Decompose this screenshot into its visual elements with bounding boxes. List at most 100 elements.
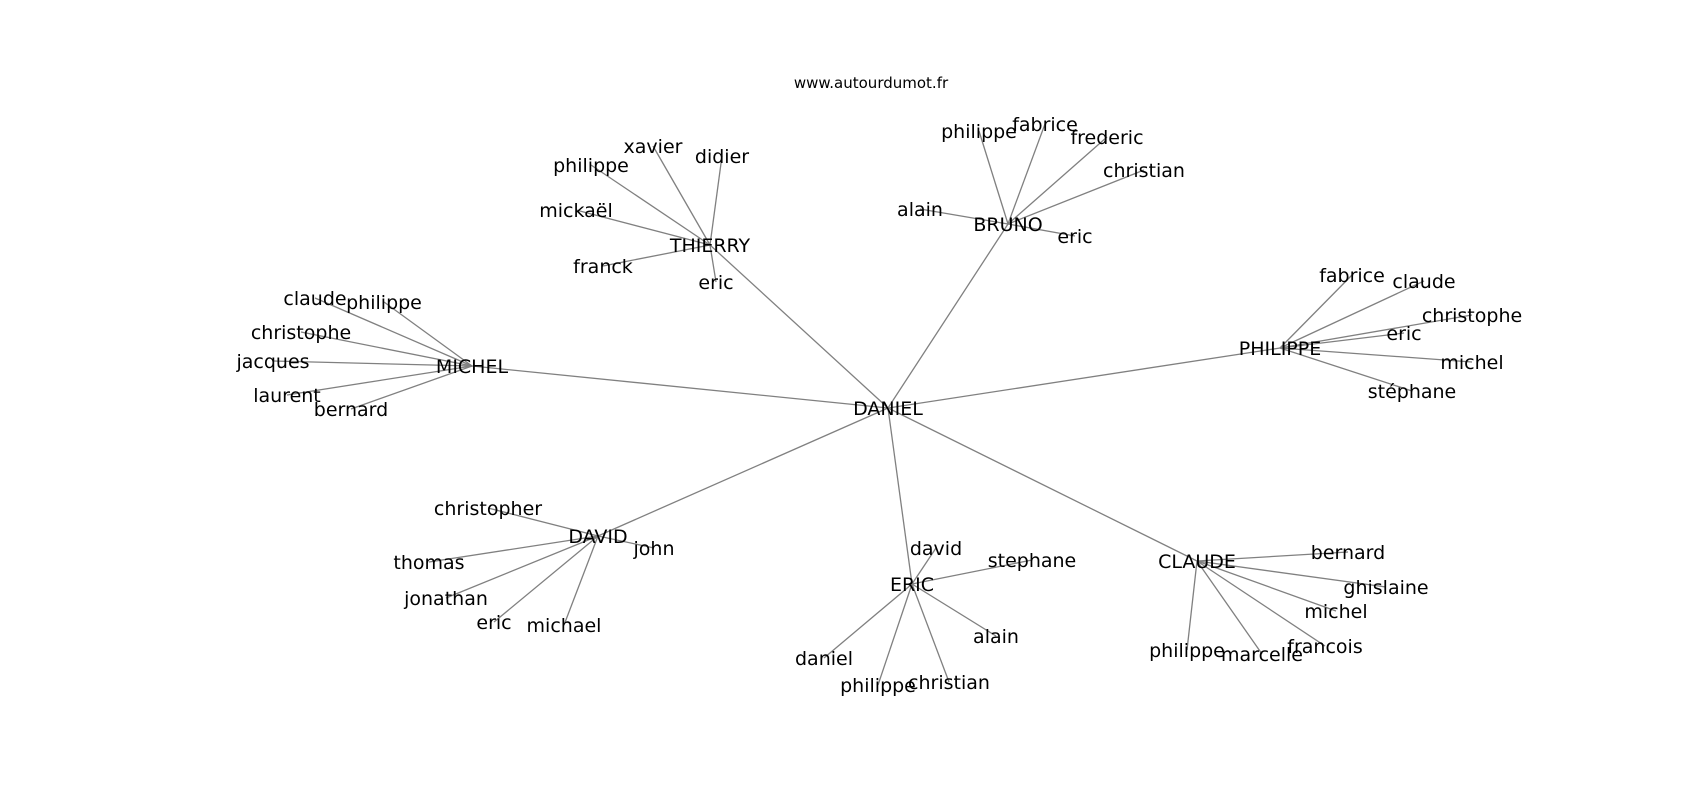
node-leaf-david-michael: michael [527, 615, 602, 637]
node-leaf-claude-michel: michel [1304, 601, 1367, 623]
node-leaf-eric-david: david [910, 538, 962, 560]
node-leaf-bruno-philippe: philippe [941, 121, 1017, 143]
edge-claude-francois [1196, 560, 1326, 647]
edge-bruno-frederic [1007, 136, 1108, 225]
edge-bruno-eric [1007, 223, 1076, 237]
edge-philippe-fabrice [1279, 274, 1353, 349]
edge-david-thomas [428, 535, 599, 563]
node-leaf-thierry-xavier: xavier [624, 136, 683, 158]
node-hub-david: DAVID [568, 526, 627, 548]
node-leaf-david-john: john [633, 538, 675, 560]
edge-eric-stephane [911, 559, 1033, 585]
node-leaf-claude-francois: francois [1287, 636, 1362, 658]
node-leaf-bruno-eric: eric [1057, 226, 1092, 248]
node-leaf-claude-ghislaine: ghislaine [1343, 577, 1428, 599]
edge-david-christopher [487, 507, 599, 537]
edge-daniel-thierry [709, 244, 889, 409]
node-leaf-michel-laurent: laurent [253, 385, 321, 407]
edge-thierry-xavier [652, 145, 711, 246]
graph-edges [272, 123, 1473, 686]
node-leaf-claude-philippe: philippe [1149, 640, 1225, 662]
edge-philippe-eric [1279, 332, 1405, 349]
node-leaf-david-christopher: christopher [434, 498, 542, 520]
edge-bruno-alain [919, 208, 1009, 225]
edge-claude-marcelle [1196, 560, 1263, 655]
edge-claude-bernard [1196, 551, 1349, 562]
node-root-daniel: DANIEL [853, 398, 923, 420]
edge-david-eric [493, 535, 599, 623]
edge-michel-laurent [286, 365, 473, 396]
edge-david-jonathan [445, 535, 599, 599]
edge-philippe-christophe [1279, 314, 1473, 349]
edge-philippe-claude [1279, 280, 1425, 349]
edge-eric-daniel [823, 583, 913, 659]
node-leaf-philippe-michel: michel [1440, 352, 1503, 374]
edge-michel-bernard [350, 365, 473, 410]
edge-bruno-christian [1007, 169, 1145, 225]
node-leaf-michel-jacques: jacques [235, 351, 309, 373]
watermark-text: www.autourdumot.fr [794, 74, 949, 92]
edge-daniel-bruno [887, 223, 1009, 409]
edge-michel-philippe [383, 301, 473, 367]
node-leaf-claude-marcelle: marcelle [1221, 644, 1303, 666]
node-leaf-thierry-philippe: philippe [553, 155, 629, 177]
node-leaf-david-jonathan: jonathan [403, 588, 488, 610]
edge-eric-alain [911, 583, 997, 637]
node-leaf-michel-bernard: bernard [314, 399, 388, 421]
edge-michel-claude [314, 297, 473, 367]
node-leaf-thierry-franck: franck [573, 256, 633, 278]
edge-claude-philippe [1186, 560, 1198, 651]
edge-claude-ghislaine [1196, 560, 1387, 588]
edge-philippe-stephane [1279, 347, 1413, 392]
node-leaf-philippe-eric: eric [1386, 323, 1421, 345]
edge-claude-michel [1196, 560, 1337, 612]
edge-daniel-david [597, 407, 889, 537]
node-leaf-michel-christophe: christophe [251, 322, 351, 344]
edge-thierry-mickael [575, 209, 711, 246]
node-leaf-michel-philippe: philippe [346, 292, 422, 314]
edge-bruno-philippe [978, 130, 1009, 225]
edge-eric-david [911, 547, 937, 585]
node-hub-philippe: PHILIPPE [1239, 338, 1321, 360]
node-leaf-david-eric: eric [476, 612, 511, 634]
node-hub-claude: CLAUDE [1158, 551, 1236, 573]
node-leaf-philippe-stephane: stéphane [1368, 381, 1457, 403]
edge-michel-jacques [272, 360, 473, 367]
node-leaf-eric-philippe: philippe [840, 675, 916, 697]
edge-philippe-michel [1279, 347, 1473, 363]
node-leaf-david-thomas: thomas [393, 552, 464, 574]
node-leaf-claude-bernard: bernard [1311, 542, 1385, 564]
node-leaf-philippe-fabrice: fabrice [1319, 265, 1385, 287]
node-hub-thierry: THIERRY [669, 235, 751, 257]
node-leaf-bruno-alain: alain [897, 199, 943, 221]
node-leaf-eric-christian: christian [908, 672, 990, 694]
edge-bruno-fabrice [1007, 123, 1046, 225]
node-leaf-bruno-fabrice: fabrice [1012, 114, 1078, 136]
edge-david-john [597, 535, 655, 549]
node-leaf-thierry-eric: eric [698, 272, 733, 294]
edge-daniel-eric [887, 407, 913, 585]
node-leaf-philippe-christophe: christophe [1422, 305, 1522, 327]
edge-thierry-franck [602, 244, 711, 267]
node-hub-bruno: BRUNO [973, 214, 1042, 236]
node-leaf-bruno-frederic: frederic [1070, 127, 1143, 149]
node-leaf-eric-alain: alain [973, 626, 1019, 648]
edge-thierry-eric [709, 244, 717, 283]
edge-michel-christophe [300, 331, 473, 367]
edge-thierry-didier [709, 155, 723, 246]
edge-daniel-michel [471, 365, 889, 409]
node-leaf-bruno-christian: christian [1103, 160, 1185, 182]
edge-eric-philippe [877, 583, 913, 686]
node-hub-michel: MICHEL [436, 356, 509, 378]
edge-david-michael [563, 535, 599, 626]
edge-thierry-philippe [590, 164, 711, 246]
edge-daniel-philippe [887, 347, 1281, 409]
node-leaf-michel-claude: claude [283, 288, 346, 310]
node-leaf-eric-daniel: daniel [795, 648, 853, 670]
edge-eric-christian [911, 583, 950, 683]
node-leaf-thierry-mickael: mickaël [539, 200, 613, 222]
node-leaf-philippe-claude: claude [1392, 271, 1455, 293]
node-hub-eric: ERIC [890, 574, 934, 596]
